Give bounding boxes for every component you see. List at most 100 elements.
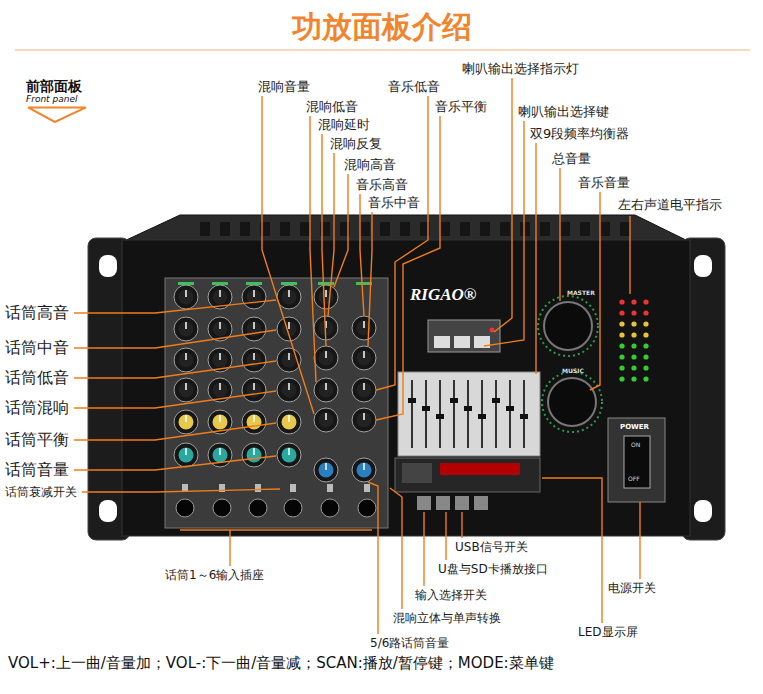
knob-ring bbox=[314, 285, 338, 309]
level-led bbox=[619, 365, 624, 370]
knob-ring bbox=[242, 317, 266, 341]
callout-label: 音乐高音 bbox=[356, 178, 408, 191]
panel-marking: POWER bbox=[620, 424, 649, 431]
jack-ring bbox=[358, 499, 376, 517]
slider-cap bbox=[520, 414, 528, 419]
knob-pointer bbox=[363, 413, 365, 420]
level-led bbox=[619, 343, 624, 348]
leader-line bbox=[82, 489, 280, 492]
slider-cap bbox=[506, 406, 514, 411]
vent-slot bbox=[560, 222, 570, 236]
slider-track bbox=[411, 380, 413, 448]
vent-slot bbox=[200, 222, 210, 236]
title-rule bbox=[15, 50, 750, 51]
leader-line bbox=[74, 391, 276, 408]
callout-label: 音乐中音 bbox=[368, 196, 420, 209]
vent-slot bbox=[360, 222, 370, 236]
slider-track bbox=[453, 380, 455, 448]
vent-slot bbox=[220, 222, 230, 236]
badge-triangle bbox=[28, 107, 86, 122]
level-led bbox=[631, 310, 636, 315]
level-led bbox=[643, 376, 648, 381]
knob bbox=[242, 317, 266, 341]
knob-ring bbox=[174, 317, 198, 341]
leader-line bbox=[629, 216, 630, 294]
music-knob bbox=[548, 378, 596, 426]
vent-slot bbox=[380, 222, 390, 236]
eq-slider bbox=[492, 380, 500, 448]
knob-pointer bbox=[185, 415, 187, 422]
power-switch bbox=[624, 436, 650, 488]
jack-ring bbox=[321, 499, 339, 517]
eq-slider bbox=[408, 380, 416, 448]
knob-pointer bbox=[288, 448, 290, 455]
eq-slider bbox=[464, 380, 472, 448]
usb-port bbox=[402, 463, 432, 483]
knob-pointer bbox=[185, 448, 187, 455]
callout-label: 混响低音 bbox=[306, 100, 358, 113]
callout-label: 混响反复 bbox=[330, 137, 382, 150]
vent-slot bbox=[280, 222, 290, 236]
eq-slider bbox=[506, 380, 514, 448]
callout-label: 音乐平衡 bbox=[435, 100, 487, 113]
knob-cap bbox=[213, 290, 228, 305]
leader-line bbox=[639, 502, 640, 579]
leader-line bbox=[74, 361, 276, 378]
level-led bbox=[631, 365, 636, 370]
knob bbox=[314, 346, 338, 370]
leader-line bbox=[376, 96, 428, 390]
slider-cap bbox=[408, 398, 416, 403]
leader-line bbox=[484, 121, 524, 346]
callout-label: 音乐音量 bbox=[578, 176, 630, 189]
panel-button bbox=[436, 496, 450, 510]
ear-slot bbox=[694, 500, 712, 522]
leader-line bbox=[368, 482, 378, 634]
vent-slot bbox=[500, 222, 510, 236]
leader-line bbox=[328, 153, 334, 316]
knob-ring bbox=[314, 378, 338, 402]
level-led bbox=[631, 321, 636, 326]
slider-track bbox=[425, 380, 427, 448]
slider-track bbox=[467, 380, 469, 448]
callout-label: 喇叭输出选择指示灯 bbox=[462, 62, 579, 75]
knob bbox=[242, 378, 266, 402]
knob bbox=[277, 378, 301, 402]
leader-line bbox=[322, 134, 326, 346]
callout-label: 输入选择开关 bbox=[415, 589, 487, 601]
leader-line bbox=[74, 423, 276, 440]
knob-cap bbox=[319, 383, 334, 398]
knob bbox=[314, 285, 338, 309]
knob-pointer bbox=[253, 448, 255, 455]
knob-pointer bbox=[325, 413, 327, 420]
knob-cap bbox=[357, 463, 372, 478]
knob-pointer bbox=[325, 351, 327, 358]
vent-slots bbox=[200, 222, 630, 236]
knob-scale bbox=[542, 372, 602, 432]
knob-pointer bbox=[219, 415, 221, 422]
attenuation-switch bbox=[255, 484, 261, 492]
level-led bbox=[619, 376, 624, 381]
level-led bbox=[631, 376, 636, 381]
vent-slot bbox=[620, 222, 630, 236]
callout-label: 总音量 bbox=[552, 152, 591, 165]
eq-slider bbox=[478, 380, 486, 448]
eq-slider bbox=[520, 380, 528, 448]
knob bbox=[174, 285, 198, 309]
knob bbox=[352, 378, 376, 402]
leader-line bbox=[445, 512, 446, 560]
knob-cap bbox=[179, 383, 194, 398]
jack bbox=[176, 484, 194, 517]
level-led bbox=[631, 343, 636, 348]
knob-pointer bbox=[363, 463, 365, 470]
knob-ring bbox=[174, 348, 198, 372]
level-led bbox=[619, 299, 624, 304]
level-led bbox=[643, 332, 648, 337]
knob-ring bbox=[242, 348, 266, 372]
eq-slider bbox=[450, 380, 458, 448]
knob-pointer bbox=[185, 353, 187, 360]
caption: VOL+:上一曲/音量加；VOL-:下一曲/音量减；SCAN:播放/暂停键；MO… bbox=[8, 656, 554, 671]
knob-pointer bbox=[219, 290, 221, 297]
leader-line bbox=[334, 174, 348, 287]
leader-line bbox=[74, 300, 276, 313]
leader-line bbox=[423, 512, 424, 586]
